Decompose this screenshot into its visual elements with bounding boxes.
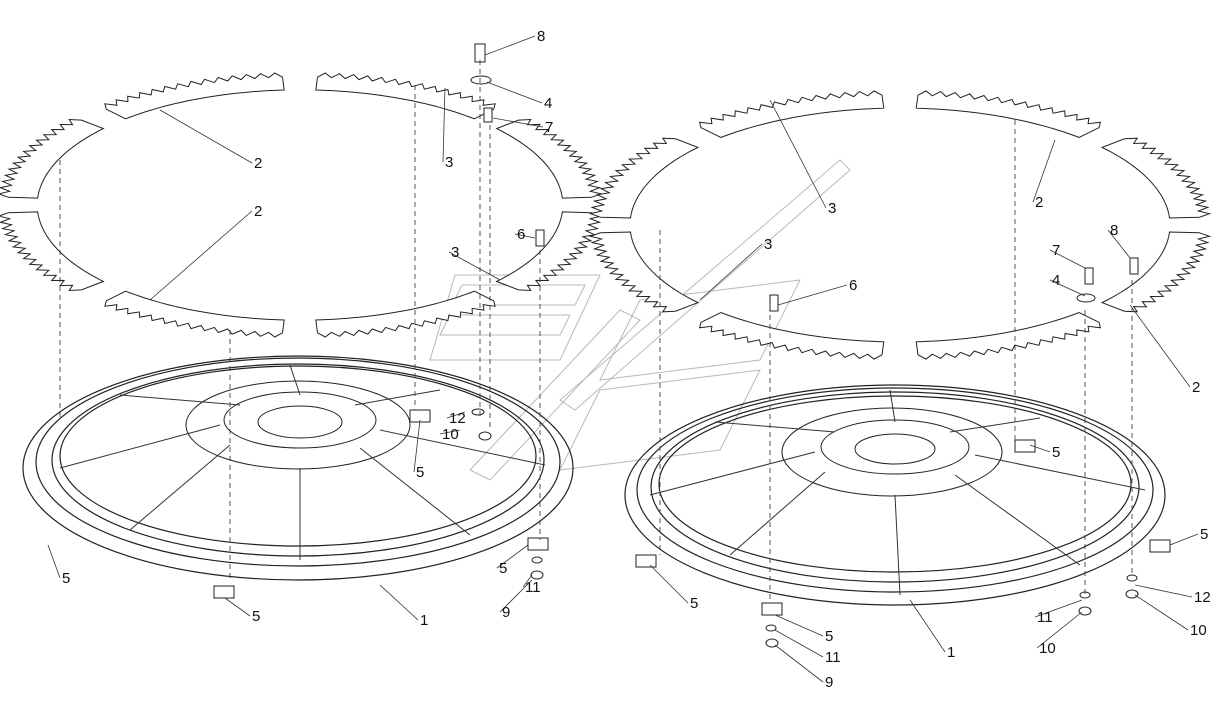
- callout-label: 4: [1052, 272, 1060, 289]
- left-cutter-segments: [0, 72, 603, 338]
- callout-label: 1: [947, 644, 955, 661]
- callout-label: 5: [825, 628, 833, 645]
- callout-label: 9: [502, 604, 510, 621]
- leader-line: [774, 644, 824, 683]
- leader-line: [522, 574, 533, 588]
- leader-line: [446, 411, 466, 419]
- callout-label: 2: [254, 155, 262, 172]
- callout-label: 6: [849, 277, 857, 294]
- left-wheel-frame: [22, 355, 574, 581]
- callout-label: 3: [445, 154, 453, 171]
- leader-line: [1036, 611, 1083, 649]
- leader-line: [149, 210, 253, 301]
- leader-line: [159, 109, 253, 164]
- callout-label: 12: [1194, 589, 1211, 606]
- leader-line: [1032, 139, 1056, 203]
- callout-label: 9: [825, 674, 833, 691]
- callout-label: 8: [1110, 222, 1118, 239]
- leader-line: [492, 117, 544, 128]
- callout-label: 2: [1192, 379, 1200, 396]
- leader-line: [47, 544, 61, 579]
- callout-label: 12: [449, 410, 466, 427]
- callout-label: 7: [545, 119, 553, 136]
- callout-label: 10: [1039, 640, 1056, 657]
- leader-line: [774, 629, 824, 658]
- callout-label: 5: [62, 570, 70, 587]
- leader-line: [224, 597, 251, 617]
- leader-line: [1049, 249, 1086, 269]
- right-assembly: [588, 90, 1212, 648]
- callout-label: 5: [690, 595, 698, 612]
- leader-line: [1129, 304, 1191, 388]
- leader-line: [1107, 229, 1131, 259]
- callout-label: 5: [1200, 526, 1208, 543]
- callout-label: 2: [1035, 194, 1043, 211]
- callout-label: 8: [537, 28, 545, 45]
- leader-line: [1049, 279, 1086, 297]
- right-wheel-frame: [624, 384, 1166, 606]
- leader-line: [699, 243, 763, 301]
- callout-label: 5: [416, 464, 424, 481]
- callout-label: 4: [544, 95, 552, 112]
- callout-label: 11: [1037, 609, 1053, 626]
- callout-label: 6: [517, 226, 525, 243]
- leader-line: [1029, 444, 1051, 453]
- leader-line: [499, 579, 533, 613]
- leader-line: [1169, 533, 1199, 546]
- left-assembly: [0, 43, 603, 599]
- callout-label: 10: [442, 426, 459, 443]
- callout-label: 3: [451, 244, 459, 261]
- leader-line: [496, 544, 529, 569]
- leader-line: [769, 99, 827, 209]
- leader-line: [1134, 584, 1193, 598]
- leader-line: [649, 564, 689, 604]
- leader-line: [486, 81, 543, 104]
- leader-line: [514, 233, 536, 239]
- leader-line: [413, 419, 421, 473]
- callout-label: 3: [828, 200, 836, 217]
- leader-line: [442, 87, 446, 163]
- callout-label: 11: [825, 649, 841, 666]
- leader-line: [379, 584, 419, 621]
- leader-line: [909, 599, 946, 653]
- leader-line: [439, 429, 461, 435]
- watermark-logo: [429, 159, 851, 481]
- right-cutter-segments: [588, 90, 1212, 360]
- callout-label: 1: [420, 612, 428, 629]
- callout-label: 2: [254, 203, 262, 220]
- leader-line: [774, 614, 824, 637]
- leader-line: [777, 284, 848, 306]
- leader-line: [1034, 599, 1083, 618]
- callout-label: 10: [1190, 622, 1207, 639]
- callout-label: 5: [252, 608, 260, 625]
- callout-label: 3: [764, 236, 772, 253]
- callout-label: 7: [1052, 242, 1060, 259]
- callout-label: 5: [499, 560, 507, 577]
- leader-line: [484, 35, 536, 56]
- leader-line: [1134, 594, 1189, 631]
- callout-label: 5: [1052, 444, 1060, 461]
- callout-label: 11: [525, 579, 541, 596]
- leader-line: [448, 251, 501, 281]
